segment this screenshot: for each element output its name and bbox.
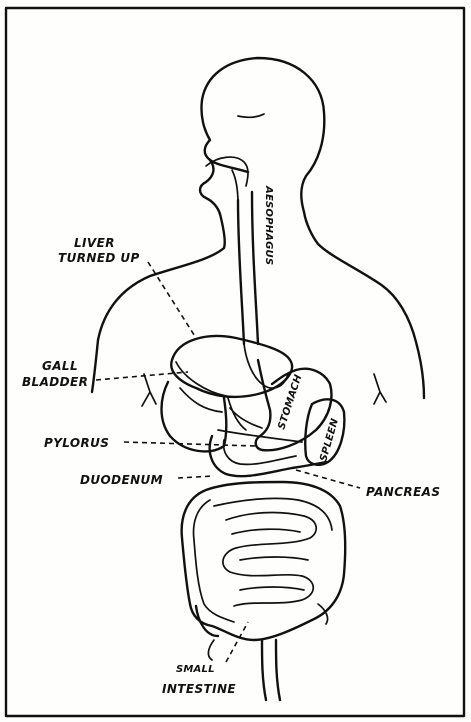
small-intestine-label-line2: INTESTINE <box>162 682 236 696</box>
pylorus-label: PYLORUS <box>44 436 109 450</box>
esophagus-tube <box>206 157 258 344</box>
gall-bladder-label-line2: BLADDER <box>22 375 88 389</box>
duodenum-label: DUODENUM <box>80 473 163 487</box>
gall-bladder-label-line1: GALL <box>42 359 78 373</box>
small-intestine-label-line1: SMALL <box>176 664 215 675</box>
esophagus-label: AESOPHAGUS <box>263 185 274 265</box>
body-outline <box>92 58 424 406</box>
stomach-label: STOMACH <box>276 373 304 431</box>
liver-label-line2: TURNED UP <box>58 251 140 265</box>
pancreas-label: PANCREAS <box>366 485 440 499</box>
liver-label-line1: LIVER <box>74 236 115 250</box>
